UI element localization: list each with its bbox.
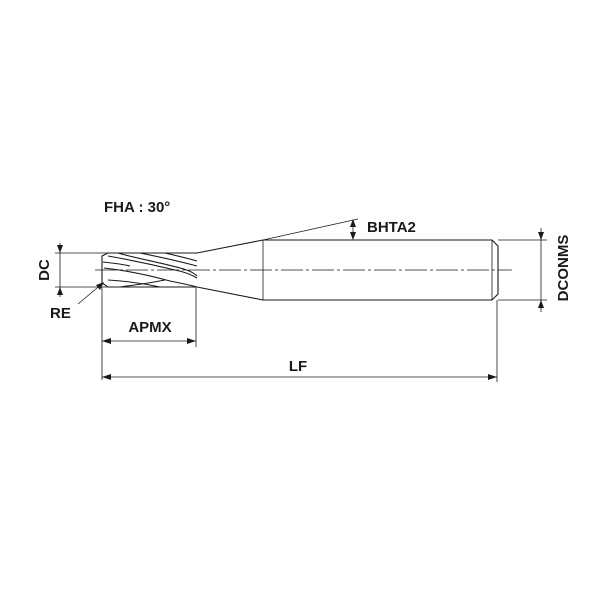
- lf-label: LF: [289, 358, 307, 375]
- dc-arrow-top: [57, 245, 63, 253]
- dc-arrow-bottom: [57, 287, 63, 295]
- flute-curve: [139, 252, 198, 267]
- dconms-arrow-bottom: [538, 300, 544, 308]
- dconms-arrow-top: [538, 232, 544, 240]
- fha-label: FHA : 30°: [104, 199, 170, 216]
- flute-curve: [107, 279, 161, 288]
- neck-taper-top: [196, 239, 264, 254]
- bhta2-arrow-up: [350, 219, 356, 227]
- dc-label: DC: [36, 259, 53, 281]
- flute-curve: [164, 252, 198, 262]
- helical-flutes: [102, 252, 198, 288]
- apmx-arrow-left: [102, 338, 111, 344]
- bhta2-extension-line: [262, 218, 359, 241]
- flute-curve: [117, 252, 198, 277]
- dconms-label: DCONMS: [555, 235, 572, 302]
- dconms-dimension: DCONMS: [498, 228, 572, 312]
- lf-arrow-right: [488, 374, 497, 380]
- apmx-dimension: APMX: [101, 287, 197, 380]
- apmx-arrow-right: [187, 338, 196, 344]
- bhta2-arrow-down: [350, 232, 356, 240]
- apmx-label: APMX: [128, 319, 171, 336]
- neck-taper-bottom: [196, 286, 264, 301]
- flute-curve: [107, 255, 198, 279]
- flute-curve: [119, 279, 166, 288]
- dc-dimension: DC: [36, 243, 108, 297]
- bhta2-dimension: BHTA2: [262, 218, 416, 241]
- flute-curve: [102, 261, 131, 267]
- re-label: RE: [50, 305, 71, 322]
- re-dimension: RE: [50, 282, 104, 322]
- bhta2-label: BHTA2: [367, 219, 416, 236]
- flute-curve: [103, 267, 198, 288]
- re-arrow: [96, 282, 104, 290]
- lf-arrow-left: [102, 374, 111, 380]
- lf-dimension: LF: [102, 300, 498, 382]
